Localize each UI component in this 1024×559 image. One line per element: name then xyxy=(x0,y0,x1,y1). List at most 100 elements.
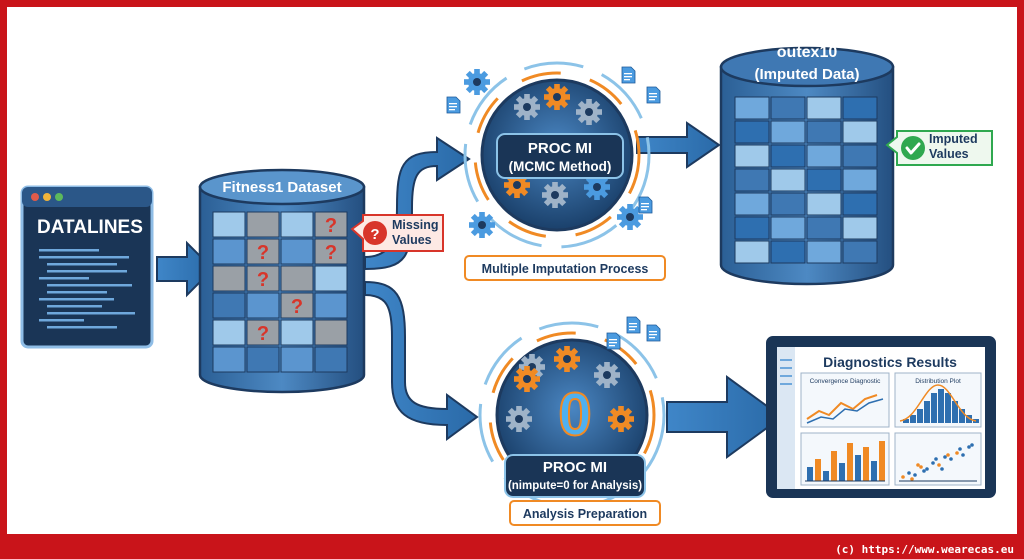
cycle-ring xyxy=(478,321,666,509)
bar xyxy=(863,447,869,481)
scatter-point xyxy=(967,445,971,449)
gear-icon xyxy=(514,94,540,120)
analysis-caption-box xyxy=(509,500,661,526)
table-cell xyxy=(314,211,348,238)
table-cell xyxy=(246,211,280,238)
outex10-title: outex10 xyxy=(777,44,838,61)
table-cell xyxy=(246,346,280,373)
convergence-line-orange xyxy=(806,394,878,420)
analysis-subtitle: (nimpute=0 for Analysis) xyxy=(508,480,642,492)
scatter-point xyxy=(961,453,965,457)
table-cell xyxy=(770,216,806,240)
table-cell xyxy=(246,238,280,265)
gear-icon xyxy=(594,362,620,388)
missing-values-callout: ? Missing Values xyxy=(350,214,444,252)
scatter-panel xyxy=(894,432,982,486)
diagram-canvas: DATALINES ?????? Fitness1 Dataset ? Miss… xyxy=(7,7,1017,534)
table-cell xyxy=(734,240,770,264)
document-icon xyxy=(446,96,461,114)
table-cell xyxy=(770,168,806,192)
scatter-point xyxy=(925,467,929,471)
missing-label-line2: Values xyxy=(392,233,432,247)
scatter-point xyxy=(940,467,944,471)
mcmc-label-box xyxy=(496,133,624,179)
bar xyxy=(839,463,845,481)
diagnostics-title: Diagnostics Results xyxy=(823,354,957,370)
convergence-panel xyxy=(800,372,890,428)
table-cell xyxy=(280,211,314,238)
mcmc-caption: Multiple Imputation Process xyxy=(482,262,649,276)
nimpute-zero: 0 xyxy=(558,381,591,448)
table-cell xyxy=(246,319,280,346)
svg-text:?: ? xyxy=(370,226,379,243)
scatter-point xyxy=(946,453,950,457)
distribution-curve xyxy=(899,384,977,422)
histogram-bar xyxy=(938,389,944,423)
scatter-point xyxy=(919,465,923,469)
table-cell xyxy=(314,346,348,373)
bar xyxy=(871,461,877,481)
table-cell xyxy=(842,168,878,192)
scatter-point xyxy=(931,461,935,465)
table-cell xyxy=(734,144,770,168)
gear-icon xyxy=(469,212,495,238)
document-icon xyxy=(638,196,653,214)
table-cell xyxy=(212,319,246,346)
document-icon xyxy=(646,86,661,104)
gear-icon xyxy=(464,69,490,95)
window-minimize-dot xyxy=(43,193,51,201)
datalines-window: DATALINES xyxy=(20,185,154,349)
bar xyxy=(847,443,853,481)
imputed-label-line2: Values xyxy=(929,147,969,161)
bar xyxy=(879,441,885,481)
outex10-subtitle: (Imputed Data) xyxy=(755,66,860,83)
datalines-title: DATALINES xyxy=(37,217,143,238)
arrow-mcmc-to-outex10 xyxy=(636,121,721,169)
scatter-point xyxy=(916,463,920,467)
histogram-bar xyxy=(903,419,909,423)
scatter-point xyxy=(943,455,947,459)
histogram-bar xyxy=(910,415,916,423)
table-cell xyxy=(314,238,348,265)
table-cell xyxy=(314,265,348,292)
proc-mi-analysis-node: 0 PROC MI (nimpute=0 for Analysis) Analy… xyxy=(478,316,666,526)
table-cell xyxy=(314,319,348,346)
fitness1-title: Fitness1 Dataset xyxy=(222,179,341,196)
scatter-point xyxy=(970,443,974,447)
scatter-point xyxy=(958,447,962,451)
gear-icon xyxy=(576,99,602,125)
scatter-point xyxy=(922,469,926,473)
table-cell xyxy=(770,192,806,216)
table-cell xyxy=(280,346,314,373)
sidebar-lines xyxy=(780,359,792,385)
check-icon xyxy=(901,136,925,160)
bar xyxy=(831,451,837,481)
missing-value-mark: ? xyxy=(257,323,269,345)
table-cell xyxy=(806,144,842,168)
cycle-ring-orange xyxy=(488,331,656,499)
analysis-title: PROC MI xyxy=(543,459,607,476)
scatter-point xyxy=(955,451,959,455)
missing-value-mark: ? xyxy=(325,242,337,264)
table-cell xyxy=(770,96,806,120)
missing-value-mark: ? xyxy=(325,215,337,237)
histogram-bar xyxy=(952,401,958,423)
table-cell xyxy=(842,192,878,216)
table-cell xyxy=(280,238,314,265)
table-cell xyxy=(806,96,842,120)
histogram-bar xyxy=(924,401,930,423)
table-cell xyxy=(280,319,314,346)
table-cell xyxy=(842,144,878,168)
missing-value-mark: ? xyxy=(257,269,269,291)
table-cell xyxy=(842,96,878,120)
table-cell xyxy=(246,292,280,319)
imputed-values-badge: Imputed Values xyxy=(885,130,993,166)
code-lines xyxy=(39,249,135,329)
table-cell xyxy=(806,192,842,216)
table-cell xyxy=(280,292,314,319)
outex10-cylinder: outex10 (Imputed Data) xyxy=(719,44,895,286)
document-icon xyxy=(606,332,621,350)
convergence-title: Convergence Diagnostic xyxy=(810,378,882,385)
diagram-svg: DATALINES ?????? Fitness1 Dataset ? Miss… xyxy=(20,44,996,526)
